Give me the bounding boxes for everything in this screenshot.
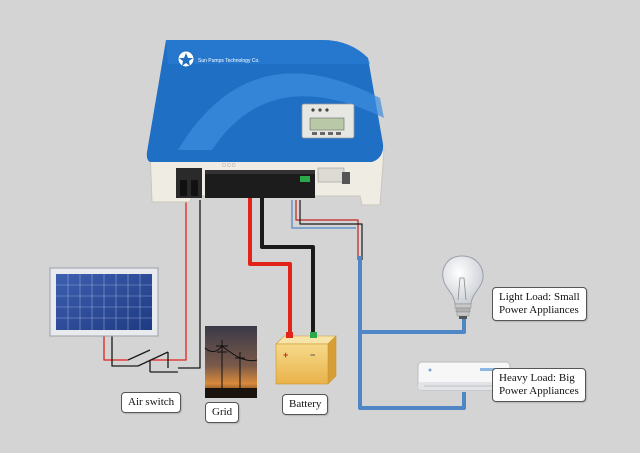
heavy-load-line1: Heavy Load: Big — [499, 372, 575, 384]
ac-thin-blue — [291, 200, 356, 229]
wiring — [103, 196, 466, 410]
grid-photo-icon — [204, 326, 258, 398]
air-switch-label: Air switch — [121, 392, 182, 413]
grid-label: Grid — [205, 402, 240, 423]
svg-text:▢ ▢ ▢: ▢ ▢ ▢ — [222, 162, 236, 167]
ac-light-branch — [360, 318, 466, 334]
air-conditioner-icon — [417, 361, 511, 391]
svg-text:+: + — [283, 350, 288, 360]
lcd-screen — [309, 117, 345, 131]
light-load-line2: Power Appliances — [499, 304, 579, 316]
inverter: Sun Pumps Technology Co. ▢ ▢ ▢ — [146, 40, 385, 206]
pv-connectors — [176, 168, 202, 198]
ac-thin-red — [295, 200, 359, 260]
battery-label: Battery — [282, 394, 329, 415]
battery-icon: + − — [275, 332, 337, 385]
battery-positive-wire — [248, 196, 292, 336]
solar-positive-wire — [103, 335, 128, 361]
battery-negative-wire — [260, 196, 315, 336]
solar-negative-wire — [111, 335, 138, 367]
solar-panel-icon — [49, 267, 159, 337]
air-switch-icon — [127, 349, 178, 373]
terminal-block — [205, 170, 315, 198]
heavy-load-line2: Power Appliances — [499, 385, 579, 397]
battery-label-text: Battery — [289, 398, 322, 410]
ac-thin-black — [299, 200, 363, 260]
light-load-label: Light Load: Small Power Appliances — [492, 287, 587, 321]
svg-text:−: − — [310, 350, 315, 360]
switch-negative-up — [178, 200, 201, 369]
heavy-load-label: Heavy Load: Big Power Appliances — [492, 368, 586, 402]
light-load-line1: Light Load: Small — [499, 291, 580, 303]
inverter-wave — [178, 73, 384, 150]
grid-label-text: Grid — [212, 406, 233, 418]
light-bulb-icon — [442, 255, 484, 319]
switch-positive-up — [150, 200, 187, 361]
brand-name: Sun Pumps Technology Co. — [198, 58, 260, 64]
air-switch-label-text: Air switch — [128, 396, 175, 408]
